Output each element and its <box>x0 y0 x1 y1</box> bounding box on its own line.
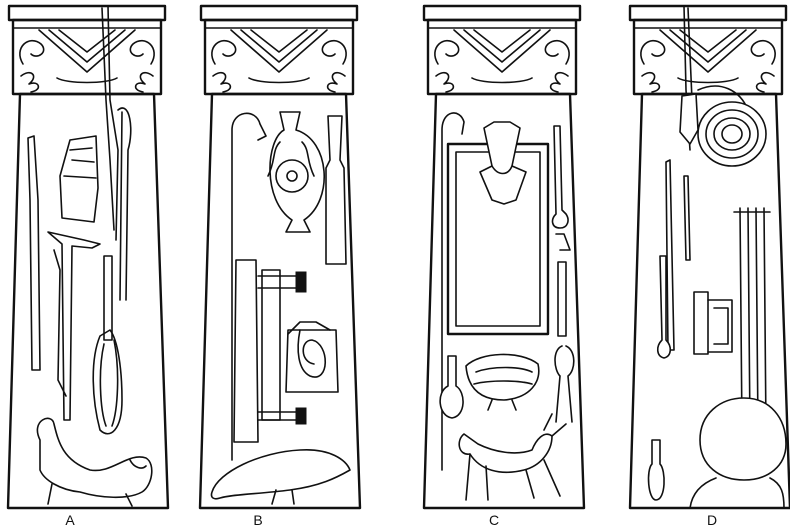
pillar-a-coiled-whip <box>92 329 123 435</box>
pillar-c-basket <box>465 353 540 401</box>
pillar-a-hanging-cord <box>101 7 115 231</box>
pillar-b-shaft <box>198 92 362 510</box>
pillar-b-capital <box>199 4 359 96</box>
pillar-a-spear <box>27 135 41 371</box>
pillar-d-bottle <box>647 439 665 501</box>
pillar-b-label: B <box>253 512 263 528</box>
pillar-c <box>422 4 586 510</box>
pillar-d-small-bag <box>679 93 699 145</box>
pillar-a <box>6 4 170 510</box>
pillar-d-shaft <box>628 92 790 510</box>
pillar-d-capital <box>628 4 788 96</box>
pillar-a-capital <box>7 4 167 96</box>
pillar-c-capital <box>422 4 582 96</box>
pillar-c-key <box>555 233 571 337</box>
pillar-d-round-shield <box>697 101 767 167</box>
pillar-d-label: D <box>706 512 718 528</box>
pillar-b-scroll-rod <box>233 259 259 443</box>
pillar-d <box>628 4 790 510</box>
pillar-c-tongs <box>554 345 575 423</box>
pillar-b-bird <box>210 449 351 500</box>
pillar-a-scoop-tool <box>59 135 99 223</box>
pillar-c-flask <box>439 355 464 419</box>
pillar-c-crook-staff <box>441 112 465 471</box>
pillar-b-strigil <box>325 115 347 265</box>
pillar-c-shaft <box>422 92 586 510</box>
pillar-b <box>198 4 362 510</box>
pillar-c-label: C <box>488 512 500 528</box>
pillar-d-round-mirror <box>699 397 787 481</box>
pillar-c-hanging-vessel <box>479 121 527 205</box>
pillar-b-amphora <box>269 111 325 233</box>
pillar-b-crook-staff <box>231 112 267 461</box>
pillar-b-tablet <box>261 269 281 421</box>
pillar-d-spoon <box>656 255 672 359</box>
pillar-d-rack <box>733 207 771 431</box>
pillar-a-strap <box>103 255 113 341</box>
pillar-a-label: A <box>65 512 75 528</box>
pillar-a-dog <box>36 417 153 499</box>
pillar-d-rod <box>665 159 675 351</box>
pillar-c-ladle <box>551 125 569 229</box>
pillar-d-box <box>693 291 709 355</box>
pillar-a-axe <box>47 231 101 421</box>
pillar-b-sack <box>285 329 339 393</box>
pillar-c-cat <box>458 433 553 474</box>
